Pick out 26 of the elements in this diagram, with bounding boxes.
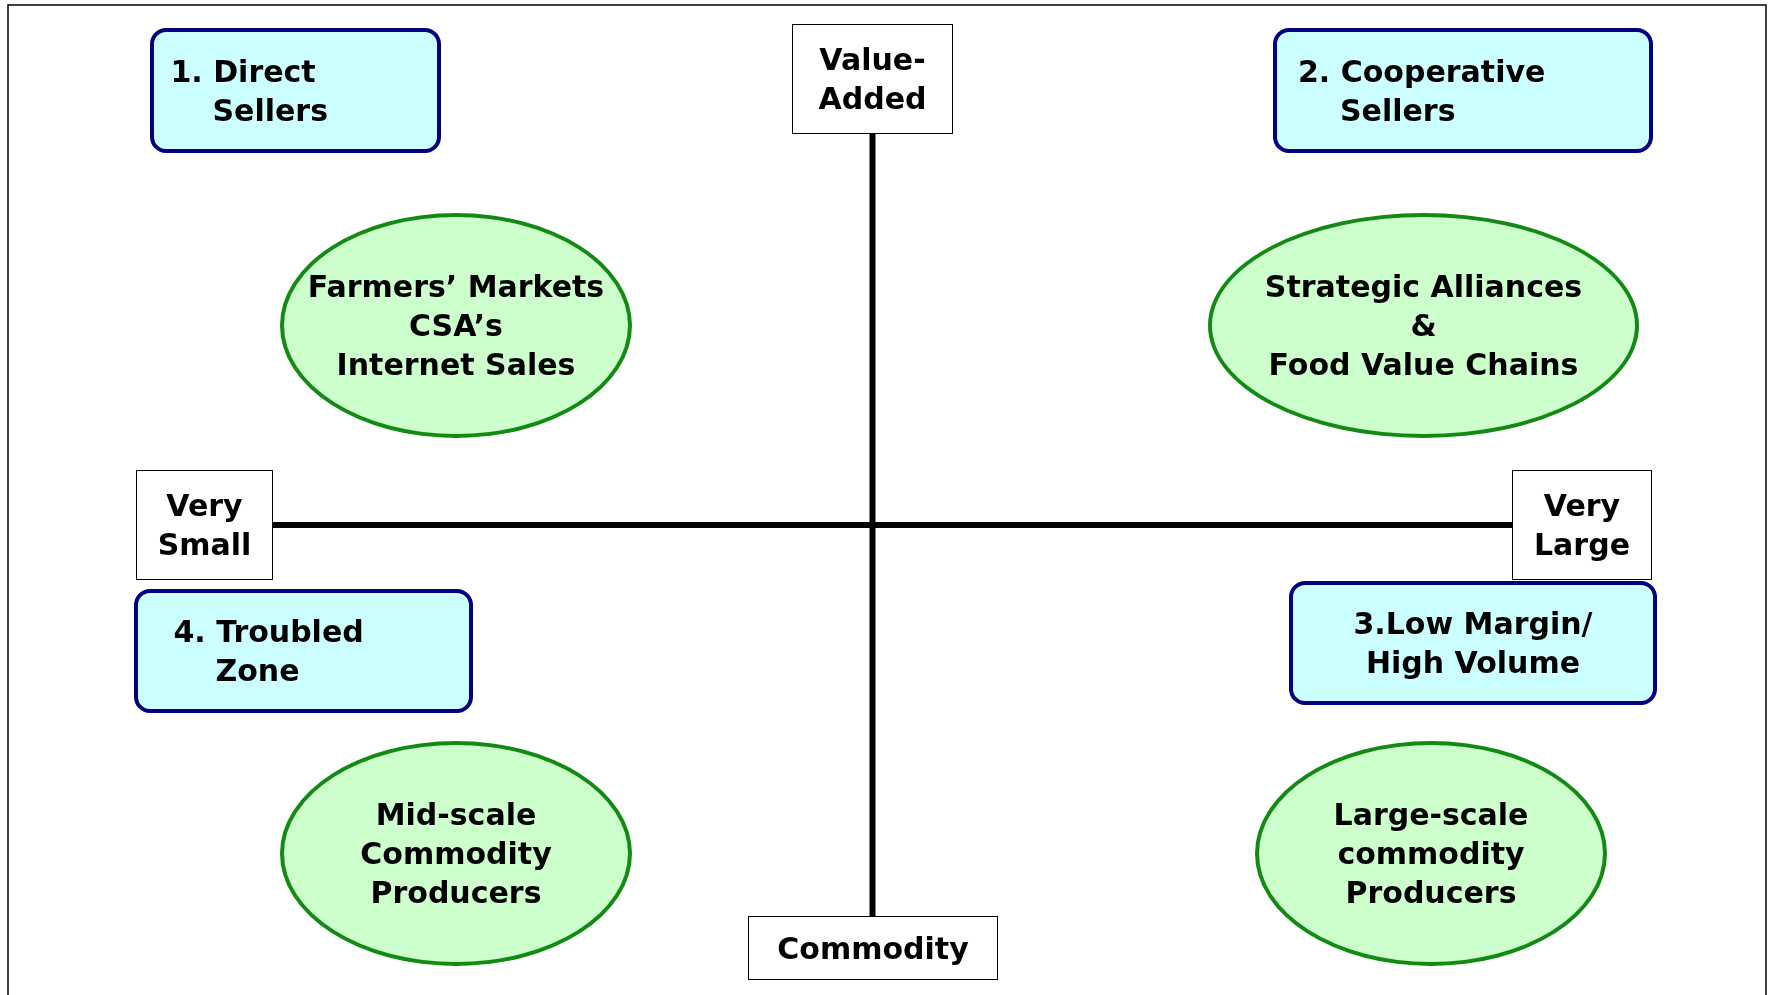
category-label: & <box>1409 307 1438 345</box>
quadrant-box <box>134 589 473 713</box>
axis-line <box>273 522 1512 528</box>
quadrant-label: 3.Low Margin/ High Volume <box>1352 605 1594 682</box>
quadrant-label: 2. Cooperative Sellers <box>1298 52 1547 130</box>
axis-label: Very Large <box>1533 487 1631 564</box>
category-label: CSA’s <box>408 307 504 345</box>
category-label: Food Value Chains <box>1267 346 1580 384</box>
category-label: Strategic Alliances <box>1263 268 1584 306</box>
axis-label-box <box>136 470 273 580</box>
axis-label: Value-Added <box>817 41 928 118</box>
category-label: Mid-scale Commodity Producers <box>359 796 553 912</box>
category-label: Large-scale commodity Producers <box>1332 796 1530 912</box>
category-label: Internet Sales <box>335 346 577 384</box>
quadrant-box <box>1289 581 1657 705</box>
axis-label-box <box>748 916 998 980</box>
axis-label-box <box>792 24 953 134</box>
quadrant-box <box>1273 28 1653 153</box>
quadrant-label: 4. Troubled Zone <box>173 613 365 690</box>
quadrant-box <box>150 28 441 153</box>
axis-line <box>869 134 876 916</box>
axis-label: Very Small <box>156 487 253 564</box>
axis-label-box <box>1512 470 1652 580</box>
axis-label: Commodity <box>776 929 970 968</box>
quadrant-label: 1. Direct Sellers <box>170 52 330 130</box>
category-label: Farmers’ Markets <box>306 268 606 306</box>
